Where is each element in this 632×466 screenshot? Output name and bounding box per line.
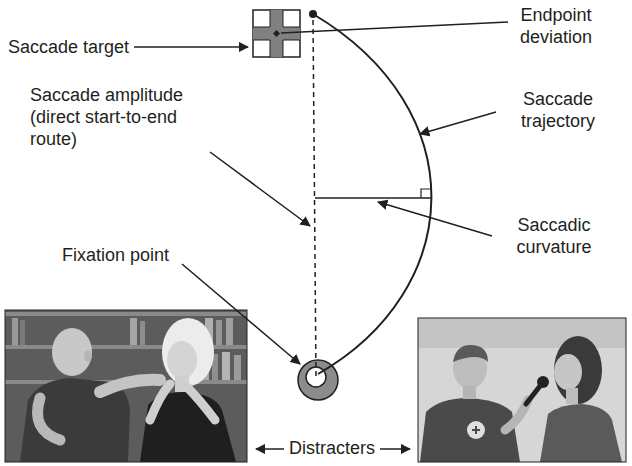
label-box: Endpoint deviation: [500, 4, 612, 48]
distracter-photo: [418, 318, 626, 462]
distracter-photo: [418, 318, 626, 348]
leader-line: [210, 152, 310, 226]
man-figure: [38, 398, 61, 440]
label-box: Saccade trajectory: [498, 88, 618, 132]
leader-line: [378, 202, 492, 236]
microphone: [537, 376, 549, 388]
label-box: Fixation point: [62, 244, 169, 266]
man-figure: [472, 426, 480, 434]
amplitude-line: [313, 18, 316, 376]
distracters-label: Distracters: [289, 437, 375, 459]
amplitude-label: Saccade amplitude (direct start-to-end r…: [30, 84, 210, 150]
label-box: Saccadic curvature: [496, 214, 612, 258]
leader-line: [134, 46, 248, 48]
bookshelf: [140, 321, 145, 345]
man-figure: [100, 380, 160, 392]
bookshelf: [222, 352, 230, 380]
man-figure: [84, 350, 92, 362]
man-figure: [463, 386, 476, 399]
saccade-target: [253, 10, 300, 57]
label-box: Distracters: [289, 437, 375, 459]
man-figure: [20, 328, 160, 462]
microphone: [526, 376, 549, 404]
bookshelf: [12, 318, 18, 345]
right-angle-mark: [421, 189, 430, 198]
woman-figure: [150, 384, 170, 420]
target-label: Saccade target: [8, 36, 129, 58]
bookshelf: [234, 355, 241, 380]
bookshelf: [5, 312, 247, 316]
woman-figure: [140, 318, 236, 462]
photo-frame: [5, 310, 247, 462]
microphone: [526, 386, 540, 404]
woman-figure: [566, 388, 578, 404]
saccade-target: [273, 30, 280, 37]
label-box: Saccade amplitude (direct start-to-end r…: [30, 84, 210, 150]
woman-figure: [162, 318, 214, 386]
man-figure: [453, 345, 488, 362]
bookshelf: [226, 318, 233, 345]
trajectory-label: Saccade trajectory: [498, 88, 618, 132]
leader-line: [420, 112, 496, 134]
endpoint-label: Endpoint deviation: [500, 4, 612, 48]
curvature-label: Saccadic curvature: [496, 214, 612, 258]
photo-frame: [418, 318, 626, 462]
trajectory-curve: [313, 14, 431, 374]
leader-lines: [134, 22, 508, 449]
distracter-photo: [418, 318, 626, 462]
fixation-label: Fixation point: [62, 244, 169, 266]
label-box: Saccade target: [8, 36, 129, 58]
saccade-target: [253, 10, 300, 57]
woman-figure: [540, 404, 622, 462]
distracter-photo: [5, 310, 247, 462]
woman-figure: [167, 341, 197, 379]
curvature-line: [315, 197, 431, 199]
bookshelf: [216, 320, 222, 345]
leader-line: [182, 264, 300, 364]
pointer-arrow: [256, 448, 284, 450]
man-figure: [420, 345, 528, 462]
saccade-target: [253, 10, 300, 57]
woman-figure: [554, 354, 582, 390]
pointer-arrow: [380, 448, 410, 450]
distracter-photo: [5, 310, 247, 462]
man-figure: [52, 328, 92, 376]
bookshelf: [130, 318, 137, 345]
bookshelf: [20, 320, 25, 345]
woman-figure: [186, 386, 215, 420]
leader-line: [281, 22, 508, 33]
woman-figure: [540, 336, 622, 462]
man-figure: [467, 421, 485, 439]
saccade-target: [253, 27, 300, 40]
woman-figure: [554, 336, 602, 404]
